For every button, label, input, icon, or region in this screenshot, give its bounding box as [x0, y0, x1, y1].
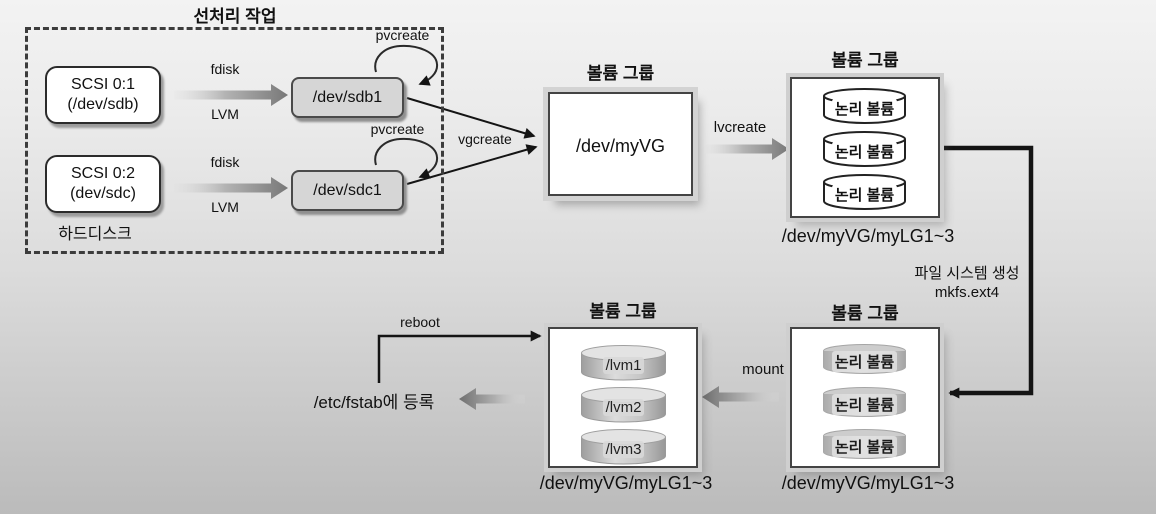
lv-label-2: 논리 볼륨 [831, 141, 898, 162]
mkfs-line1: 파일 시스템 생성 [914, 265, 1020, 282]
disk-sdb-line1: SCSI 0:1 [70, 76, 136, 93]
vg-name: /dev/myVG [575, 136, 666, 156]
disk-sdc-line1: SCSI 0:2 [70, 165, 136, 182]
mounted-label-1: /lvm1 [602, 357, 645, 374]
partition-box-sdc1: /dev/sdc1 [291, 170, 404, 211]
disk-box-sdc: SCSI 0:2 (dev/sdc) [45, 155, 161, 213]
formatted-cylinder-2: 논리 볼륨 [822, 387, 907, 418]
mounted-cylinder-3: /lvm3 [580, 428, 667, 468]
disk-sdc-line2: (dev/sdc) [70, 185, 136, 202]
mounted-label-2: /lvm2 [602, 399, 645, 416]
mount-arrow [702, 386, 779, 408]
formatted-cylinder-3: 논리 볼륨 [822, 429, 907, 460]
mounted-cylinder-1: /lvm1 [580, 344, 667, 384]
formatted-label-2: 논리 볼륨 [831, 394, 898, 415]
vg-heading-mounted: 볼륨 그룹 [589, 302, 657, 321]
lv-label-1: 논리 볼륨 [831, 98, 898, 119]
lv-cylinder-3: 논리 볼륨 [822, 173, 907, 211]
harddisk-label: 하드디스크 [58, 226, 132, 243]
pvcreate-loop-1 [374, 44, 439, 86]
fstab-label: /etc/fstab에 등록 [313, 393, 435, 412]
disk-sdb-line2: (/dev/sdb) [67, 96, 139, 113]
lv-label-3: 논리 볼륨 [831, 184, 898, 205]
reboot-label: reboot [400, 314, 440, 330]
lvcreate-arrow [706, 138, 789, 160]
pvcreate-label-1: pvcreate [375, 27, 430, 43]
mounted-cylinder-2: /lvm2 [580, 386, 667, 426]
mkfs-arrow [938, 145, 1034, 399]
vgcreate-label: vgcreate [458, 131, 512, 147]
mounted-caption: /dev/myVG/myLG1~3 [539, 473, 713, 493]
disk-box-sdb: SCSI 0:1 (/dev/sdb) [45, 66, 161, 124]
preprocess-title: 선처리 작업 [193, 7, 277, 26]
mount-label: mount [742, 361, 784, 378]
lvm-label-1: LVM [211, 106, 239, 122]
formatted-label-3: 논리 볼륨 [831, 436, 898, 457]
mounted-label-3: /lvm3 [602, 441, 645, 458]
lv-cylinder-2: 논리 볼륨 [822, 130, 907, 168]
formatted-cylinder-1: 논리 볼륨 [822, 344, 907, 375]
fdisk-label-1: fdisk [210, 61, 240, 77]
lv-caption: /dev/myVG/myLG1~3 [781, 226, 955, 246]
fdisk-label-2: fdisk [210, 154, 240, 170]
partition-box-sdb1: /dev/sdb1 [291, 77, 404, 118]
vg-heading-lv: 볼륨 그룹 [831, 51, 899, 70]
vg-heading-formatted: 볼륨 그룹 [831, 304, 899, 323]
vgcreate-arrow-2 [406, 144, 538, 185]
mkfs-line2: mkfs.ext4 [934, 284, 1000, 301]
mkfs-label: 파일 시스템 생성 mkfs.ext4 [890, 264, 1044, 302]
lvcreate-label: lvcreate [713, 119, 767, 136]
fstab-arrow [459, 388, 525, 410]
vg-box-myvg: /dev/myVG [548, 92, 693, 196]
pvcreate-label-2: pvcreate [370, 121, 425, 137]
formatted-label-1: 논리 볼륨 [831, 351, 898, 372]
reboot-arrow [377, 330, 542, 383]
formatted-caption: /dev/myVG/myLG1~3 [781, 473, 955, 493]
fdisk-arrow-2 [174, 177, 288, 199]
lvm-label-2: LVM [211, 199, 239, 215]
lv-cylinder-1: 논리 볼륨 [822, 87, 907, 125]
pvcreate-loop-2 [374, 137, 439, 179]
fdisk-arrow-1 [174, 84, 288, 106]
vg-heading-center: 볼륨 그룹 [586, 64, 655, 83]
vgcreate-arrow-1 [406, 97, 536, 139]
preprocess-dashed-box [25, 27, 444, 254]
